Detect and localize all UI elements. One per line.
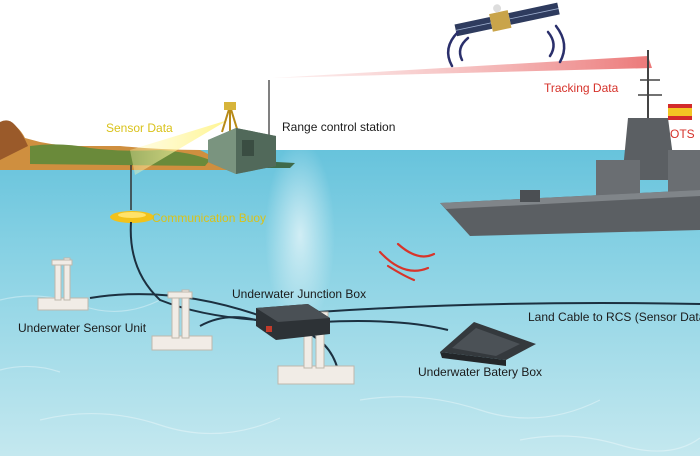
signal-waves-icon	[446, 24, 566, 68]
label-range-control-station: Range control station	[282, 120, 396, 134]
label-sensor-data: Sensor Data	[106, 121, 173, 135]
label-tracking-data: Tracking Data	[544, 81, 619, 95]
satellite-icon	[454, 2, 560, 37]
label-land-cable: Land Cable to RCS (Sensor Data)	[528, 310, 700, 324]
station-container-icon	[208, 128, 276, 174]
land-cable	[317, 302, 700, 313]
battery-cable	[319, 320, 449, 331]
sun-glare	[265, 140, 335, 330]
label-communication-buoy: Communication Buoy	[152, 211, 267, 225]
junction-box-icon	[256, 304, 330, 340]
buoy-icon	[110, 165, 154, 223]
label-ots: OTS	[670, 127, 695, 141]
label-underwater-junction-box: Underwater Junction Box	[232, 287, 367, 301]
ship-icon	[440, 50, 700, 236]
battery-box-icon	[440, 322, 536, 366]
caustics	[0, 295, 700, 452]
sensor-unit-icon-2	[151, 289, 213, 351]
spain-flag-icon	[668, 104, 692, 120]
unit2-cable	[199, 316, 257, 327]
ship-sonar-waves-icon	[378, 242, 436, 282]
tracking-data-beam	[272, 56, 652, 78]
station-tripod-icon	[221, 102, 239, 133]
sensor-data-beam	[130, 120, 228, 175]
coastline	[0, 120, 295, 170]
label-underwater-sensor-unit: Underwater Sensor Unit	[18, 321, 147, 335]
sensor-unit-icon-1	[37, 257, 89, 311]
label-underwater-battery-box: Underwater Batery Box	[418, 365, 543, 379]
